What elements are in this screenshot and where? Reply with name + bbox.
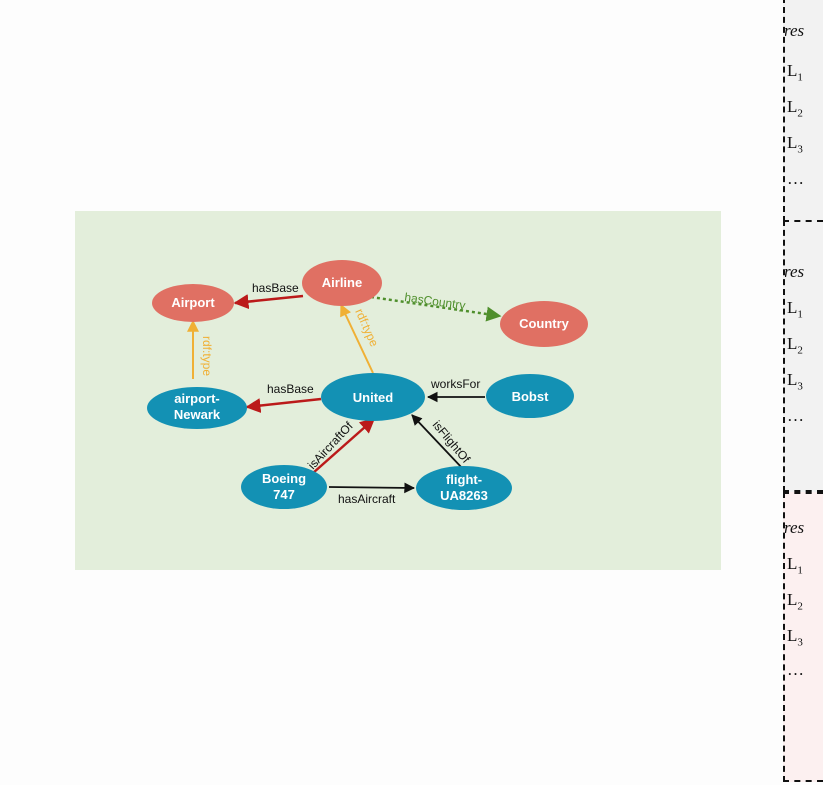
node-bobst-label: Bobst [512,389,550,404]
side-box-1-ellipsis: … [787,169,804,188]
edge-label-hasbase-bottom: hasBase [267,382,314,396]
side-box-1-header: res [784,21,805,40]
node-airport-newark-label-1: airport- [174,391,220,406]
side-box-3-ellipsis: … [787,660,804,679]
node-airport [152,284,234,322]
node-bobst [486,374,574,418]
knowledge-graph: hasBase hasCountry rdf:type rdf:type has… [147,260,588,510]
side-box-3-item-2: L2 [787,590,803,613]
edge-flight-isflightof-united [411,414,464,470]
edge-label-hasbase-top: hasBase [252,281,299,295]
edge-label-hasaircraft: hasAircraft [338,492,396,506]
side-box-2-header: res [784,262,805,281]
node-boeing-747-label-1: Boeing [262,471,306,486]
edge-label-isaircraftof: isAircraftOf [305,419,356,472]
node-boeing-747-label-2: 747 [273,487,295,502]
side-box-2-item-2: L2 [787,334,803,357]
node-united-label: United [353,390,394,405]
edge-label-rdftype-united: rdf:type [352,307,381,350]
edge-label-isflightof: isFlightOf [430,418,474,466]
side-box-3-item-3: L3 [787,626,803,649]
node-country [500,301,588,347]
node-country-label: Country [519,316,570,331]
edge-boeing-isaircraftof-united [312,418,376,474]
side-box-3-header: res [784,518,805,537]
node-airport-newark [147,387,247,429]
side-box-1-item-2: L2 [787,97,803,120]
node-flight-ua8263-label-2: UA8263 [440,488,488,503]
side-box-2: res L1 L2 L3 … [783,220,823,492]
edge-boeing-hasaircraft-flight [328,482,416,494]
side-box-1-item-3: L3 [787,133,803,156]
edge-airline-hasbase-airport [233,294,304,310]
side-box-3: res L1 L2 L3 … [783,492,823,782]
side-box-2-item-1: L1 [787,298,803,321]
side-box-2-item-3: L3 [787,370,803,393]
node-airport-newark-label-2: Newark [174,407,221,422]
node-united [321,373,425,421]
knowledge-graph-panel: hasBase hasCountry rdf:type rdf:type has… [75,211,721,570]
edge-label-rdftype-airport: rdf:type [200,336,214,376]
edge-united-rdftype-airline [340,303,374,374]
side-box-1-item-1: L1 [787,61,803,84]
edge-airline-hascountry [370,295,502,322]
side-box-3-item-1: L1 [787,554,803,577]
side-box-1: res L1 L2 L3 … [783,0,823,222]
edge-label-worksfor: worksFor [430,377,480,391]
node-boeing-747 [241,465,327,509]
node-flight-ua8263-label-1: flight- [446,472,482,487]
edge-label-hascountry: hasCountry [404,290,467,312]
side-box-2-ellipsis: … [787,406,804,425]
node-airport-label: Airport [171,295,215,310]
node-airline [302,260,382,306]
node-airline-label: Airline [322,275,362,290]
edge-united-hasbase-newark [245,397,322,414]
node-flight-ua8263 [416,466,512,510]
